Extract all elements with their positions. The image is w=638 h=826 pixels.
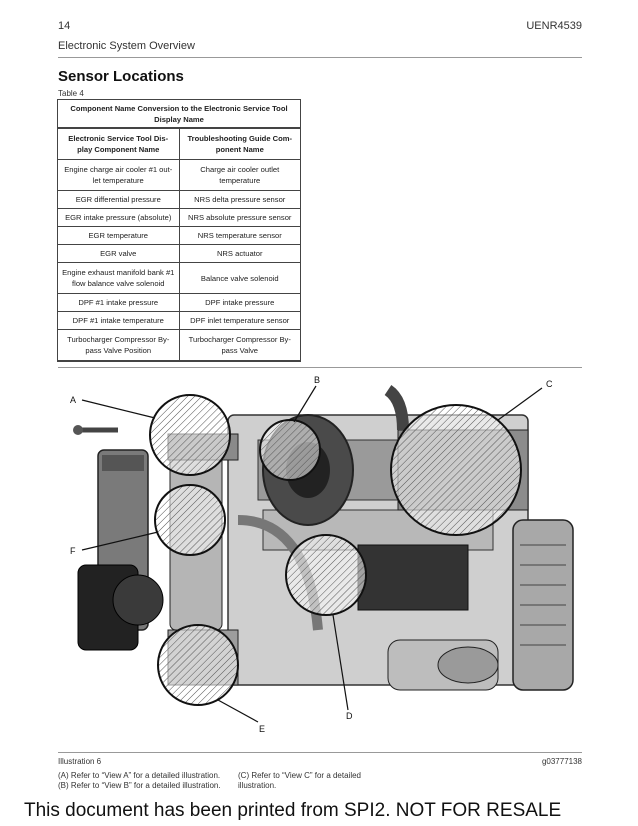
conversion-table: Component Name Conversion to the Electro… [57, 99, 301, 362]
callout-label-c: C [546, 379, 553, 389]
callout-circle-f [154, 484, 226, 556]
table-row: DPF #1 intake temperature DPF inlet temp… [57, 311, 301, 330]
footer-disclaimer: This document has been printed from SPI2… [24, 800, 562, 821]
table-label: Table 4 [58, 89, 84, 98]
callout-label-d: D [346, 711, 353, 721]
callout-note-a: (A) Refer to “View A” for a detailed ill… [58, 771, 221, 780]
table-cell: NRS absolute pressure sensor [178, 208, 301, 227]
table-cell: NRS temperature sensor [178, 226, 301, 245]
page-number: 14 [58, 20, 71, 32]
section-title: Electronic System Overview [58, 40, 195, 52]
table-cell: Balance valve solenoid [178, 262, 301, 294]
column-header: Troubleshooting Guide Com-ponent Name [178, 127, 301, 160]
callout-label-b: B [314, 375, 320, 385]
table-title: Component Name Conversion to the Electro… [57, 99, 301, 129]
table-cell: EGR valve [57, 244, 180, 263]
callout-label-f: F [70, 546, 76, 556]
page-heading: Sensor Locations [58, 68, 184, 85]
table-cell: DPF #1 intake pressure [57, 293, 180, 312]
table-row: EGR valve NRS actuator [57, 244, 301, 263]
callout-circle-d [285, 534, 367, 616]
engine-illustration: A B C D E F [58, 370, 584, 745]
table-cell: DPF inlet temperature sensor [178, 311, 301, 330]
table-row: Engine exhaust manifold bank #1 flow bal… [57, 262, 301, 294]
callout-circle-e [157, 624, 239, 706]
callout-circle-c [390, 404, 522, 536]
illustration-label: Illustration 6 [58, 757, 102, 766]
illustration-top-divider [58, 367, 582, 368]
table-cell: EGR differential pressure [57, 190, 180, 209]
illustration-id: g03777138 [541, 757, 582, 766]
header-divider [58, 57, 582, 58]
table-cell: NRS actuator [178, 244, 301, 263]
table-cell: Engine exhaust manifold bank #1 flow bal… [57, 262, 180, 294]
table-row: DPF #1 intake pressure DPF intake pressu… [57, 293, 301, 312]
table-cell: Charge air cooler outlet temperature [178, 159, 301, 191]
table-cell: Engine charge air cooler #1 out-let temp… [57, 159, 180, 191]
callout-note-c: (C) Refer to “View C” for a detailed ill… [238, 771, 362, 790]
table-row: Turbocharger Compressor By-pass Valve Po… [57, 329, 301, 362]
callout-label-a: A [70, 395, 76, 405]
table-cell: EGR intake pressure (absolute) [57, 208, 180, 227]
table-row: Engine charge air cooler #1 out-let temp… [57, 159, 301, 191]
table-cell: Turbocharger Compressor By-pass Valve [178, 329, 301, 362]
callout-note-b: (B) Refer to “View B” for a detailed ill… [58, 781, 221, 790]
table-cell: NRS delta pressure sensor [178, 190, 301, 209]
document-id: UENR4539 [526, 20, 582, 32]
callout-circle-b [259, 419, 321, 481]
table-cell: DPF #1 intake temperature [57, 311, 180, 330]
table-row: EGR temperature NRS temperature sensor [57, 226, 301, 245]
table-cell: DPF intake pressure [178, 293, 301, 312]
callout-circle-a [149, 394, 231, 476]
illustration-bottom-divider [58, 752, 582, 753]
column-header: Electronic Service Tool Dis-play Compone… [57, 127, 180, 160]
table-cell: Turbocharger Compressor By-pass Valve Po… [57, 329, 180, 362]
callout-label-e: E [259, 724, 265, 734]
table-cell: EGR temperature [57, 226, 180, 245]
table-row: EGR differential pressure NRS delta pres… [57, 190, 301, 209]
table-row: EGR intake pressure (absolute) NRS absol… [57, 208, 301, 227]
